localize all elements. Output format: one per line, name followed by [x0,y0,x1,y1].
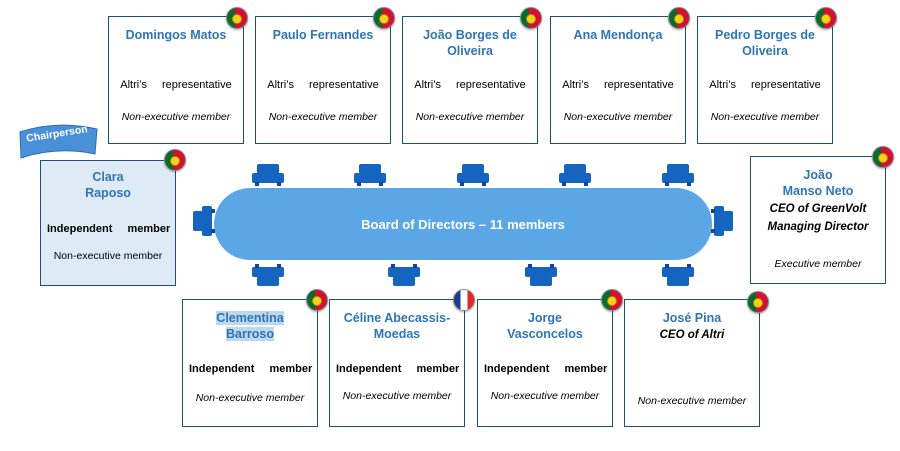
member-membership: Executive member [774,258,862,270]
member-name-line-2: Vasconcelos [507,327,583,341]
portugal-flag-icon [306,289,328,311]
member-card-pedro-borges-de-oliveira: Pedro Borges de Oliveira Altri’s represe… [697,16,833,144]
selected-text: Clementina [216,311,284,325]
member-card-jorge-vasconcelos: Jorge Vasconcelos Independent member Non… [477,299,613,427]
chair-icon [457,164,489,186]
member-name-line-1: João [803,168,833,182]
portugal-flag-icon [601,289,623,311]
chair-icon [193,206,215,236]
member-card-clementina-barroso: Clementina Barroso Independent member No… [182,299,318,427]
member-membership: Non-executive member [415,111,525,123]
member-name: Paulo Fernandes [272,28,374,42]
board-table: Board of Directors – 11 members [214,188,712,260]
member-membership: Non-executive member [121,111,231,123]
chair-icon [662,264,694,286]
member-role: Independent member [484,363,608,375]
member-card-ana-mendonca: Ana Mendonça Altri’s representative Non-… [550,16,686,144]
member-name-line-2: Barroso [189,326,311,342]
chair-icon [662,164,694,186]
chair-icon [525,264,557,286]
member-card-jose-pina: José Pina CEO of Altri Non-executive mem… [624,299,760,427]
member-name: Domingos Matos [125,28,227,42]
france-flag-icon [453,289,475,311]
chair-icon [559,164,591,186]
member-membership: Non-executive member [195,392,305,404]
chair-icon [354,164,386,186]
chair-icon [252,264,284,286]
member-role: Altri’s representative [267,79,379,91]
member-role: Independent member [336,363,460,375]
portugal-flag-icon [373,7,395,29]
member-title-line-1: CEO of GreenVolt [769,203,867,215]
portugal-flag-icon [747,291,769,313]
member-role: Altri’s representative [120,79,232,91]
member-name-line-1: Céline Abecassis- [343,311,451,325]
member-title-line-2: Managing Director [767,221,869,233]
portugal-flag-icon [668,7,690,29]
member-membership: Non-executive member [342,390,452,402]
member-name-line-1: Jorge [527,311,563,325]
member-name-line-2: Oliveira [742,44,788,58]
member-name: Ana Mendonça [573,28,663,42]
member-role: Altri’s representative [709,79,821,91]
member-card-celine-abecassis-moedas: Céline Abecassis- Moedas Independent mem… [329,299,465,427]
portugal-flag-icon [872,146,894,168]
chair-icon [252,164,284,186]
chair-icon [711,206,733,236]
chairperson-banner-icon [19,124,98,159]
member-title: CEO of Altri [659,329,725,341]
member-name-line-2: Moedas [373,327,421,341]
chair-icon [388,264,420,286]
portugal-flag-icon [815,7,837,29]
member-membership: Non-executive member [53,250,163,262]
member-card-joao-borges-de-oliveira: João Borges de Oliveira Altri’s represen… [402,16,538,144]
member-name-line-1: João Borges de [423,28,517,42]
member-name: José Pina [662,311,722,325]
board-table-label: Board of Directors – 11 members [361,216,565,232]
member-membership: Non-executive member [490,390,600,402]
portugal-flag-icon [520,7,542,29]
member-name-line-2: Raposo [85,186,131,200]
member-name-line-1: Clara [92,170,124,184]
member-membership: Non-executive member [710,111,820,123]
member-role: Independent member [189,363,313,375]
selected-text: Barroso [226,327,274,341]
member-role: Altri’s representative [562,79,674,91]
portugal-flag-icon [226,7,248,29]
member-card-clara-raposo: Clara Raposo Independent member Non-exec… [40,160,176,286]
member-name-line-1: Pedro Borges de [714,28,816,42]
member-card-domingos-matos: Domingos Matos Altri’s representative No… [108,16,244,144]
member-membership: Non-executive member [563,111,673,123]
member-membership: Non-executive member [268,111,378,123]
member-card-paulo-fernandes: Paulo Fernandes Altri’s representative N… [255,16,391,144]
member-name-line-2: Manso Neto [782,184,854,198]
portugal-flag-icon [164,149,186,171]
member-name-line-2: Oliveira [447,44,493,58]
member-card-joao-manso-neto: João Manso Neto CEO of GreenVolt Managin… [750,156,886,284]
member-membership: Non-executive member [637,395,747,407]
member-role: Altri’s representative [414,79,526,91]
member-role: Independent member [47,223,171,235]
member-name-line-1: Clementina [189,310,311,326]
